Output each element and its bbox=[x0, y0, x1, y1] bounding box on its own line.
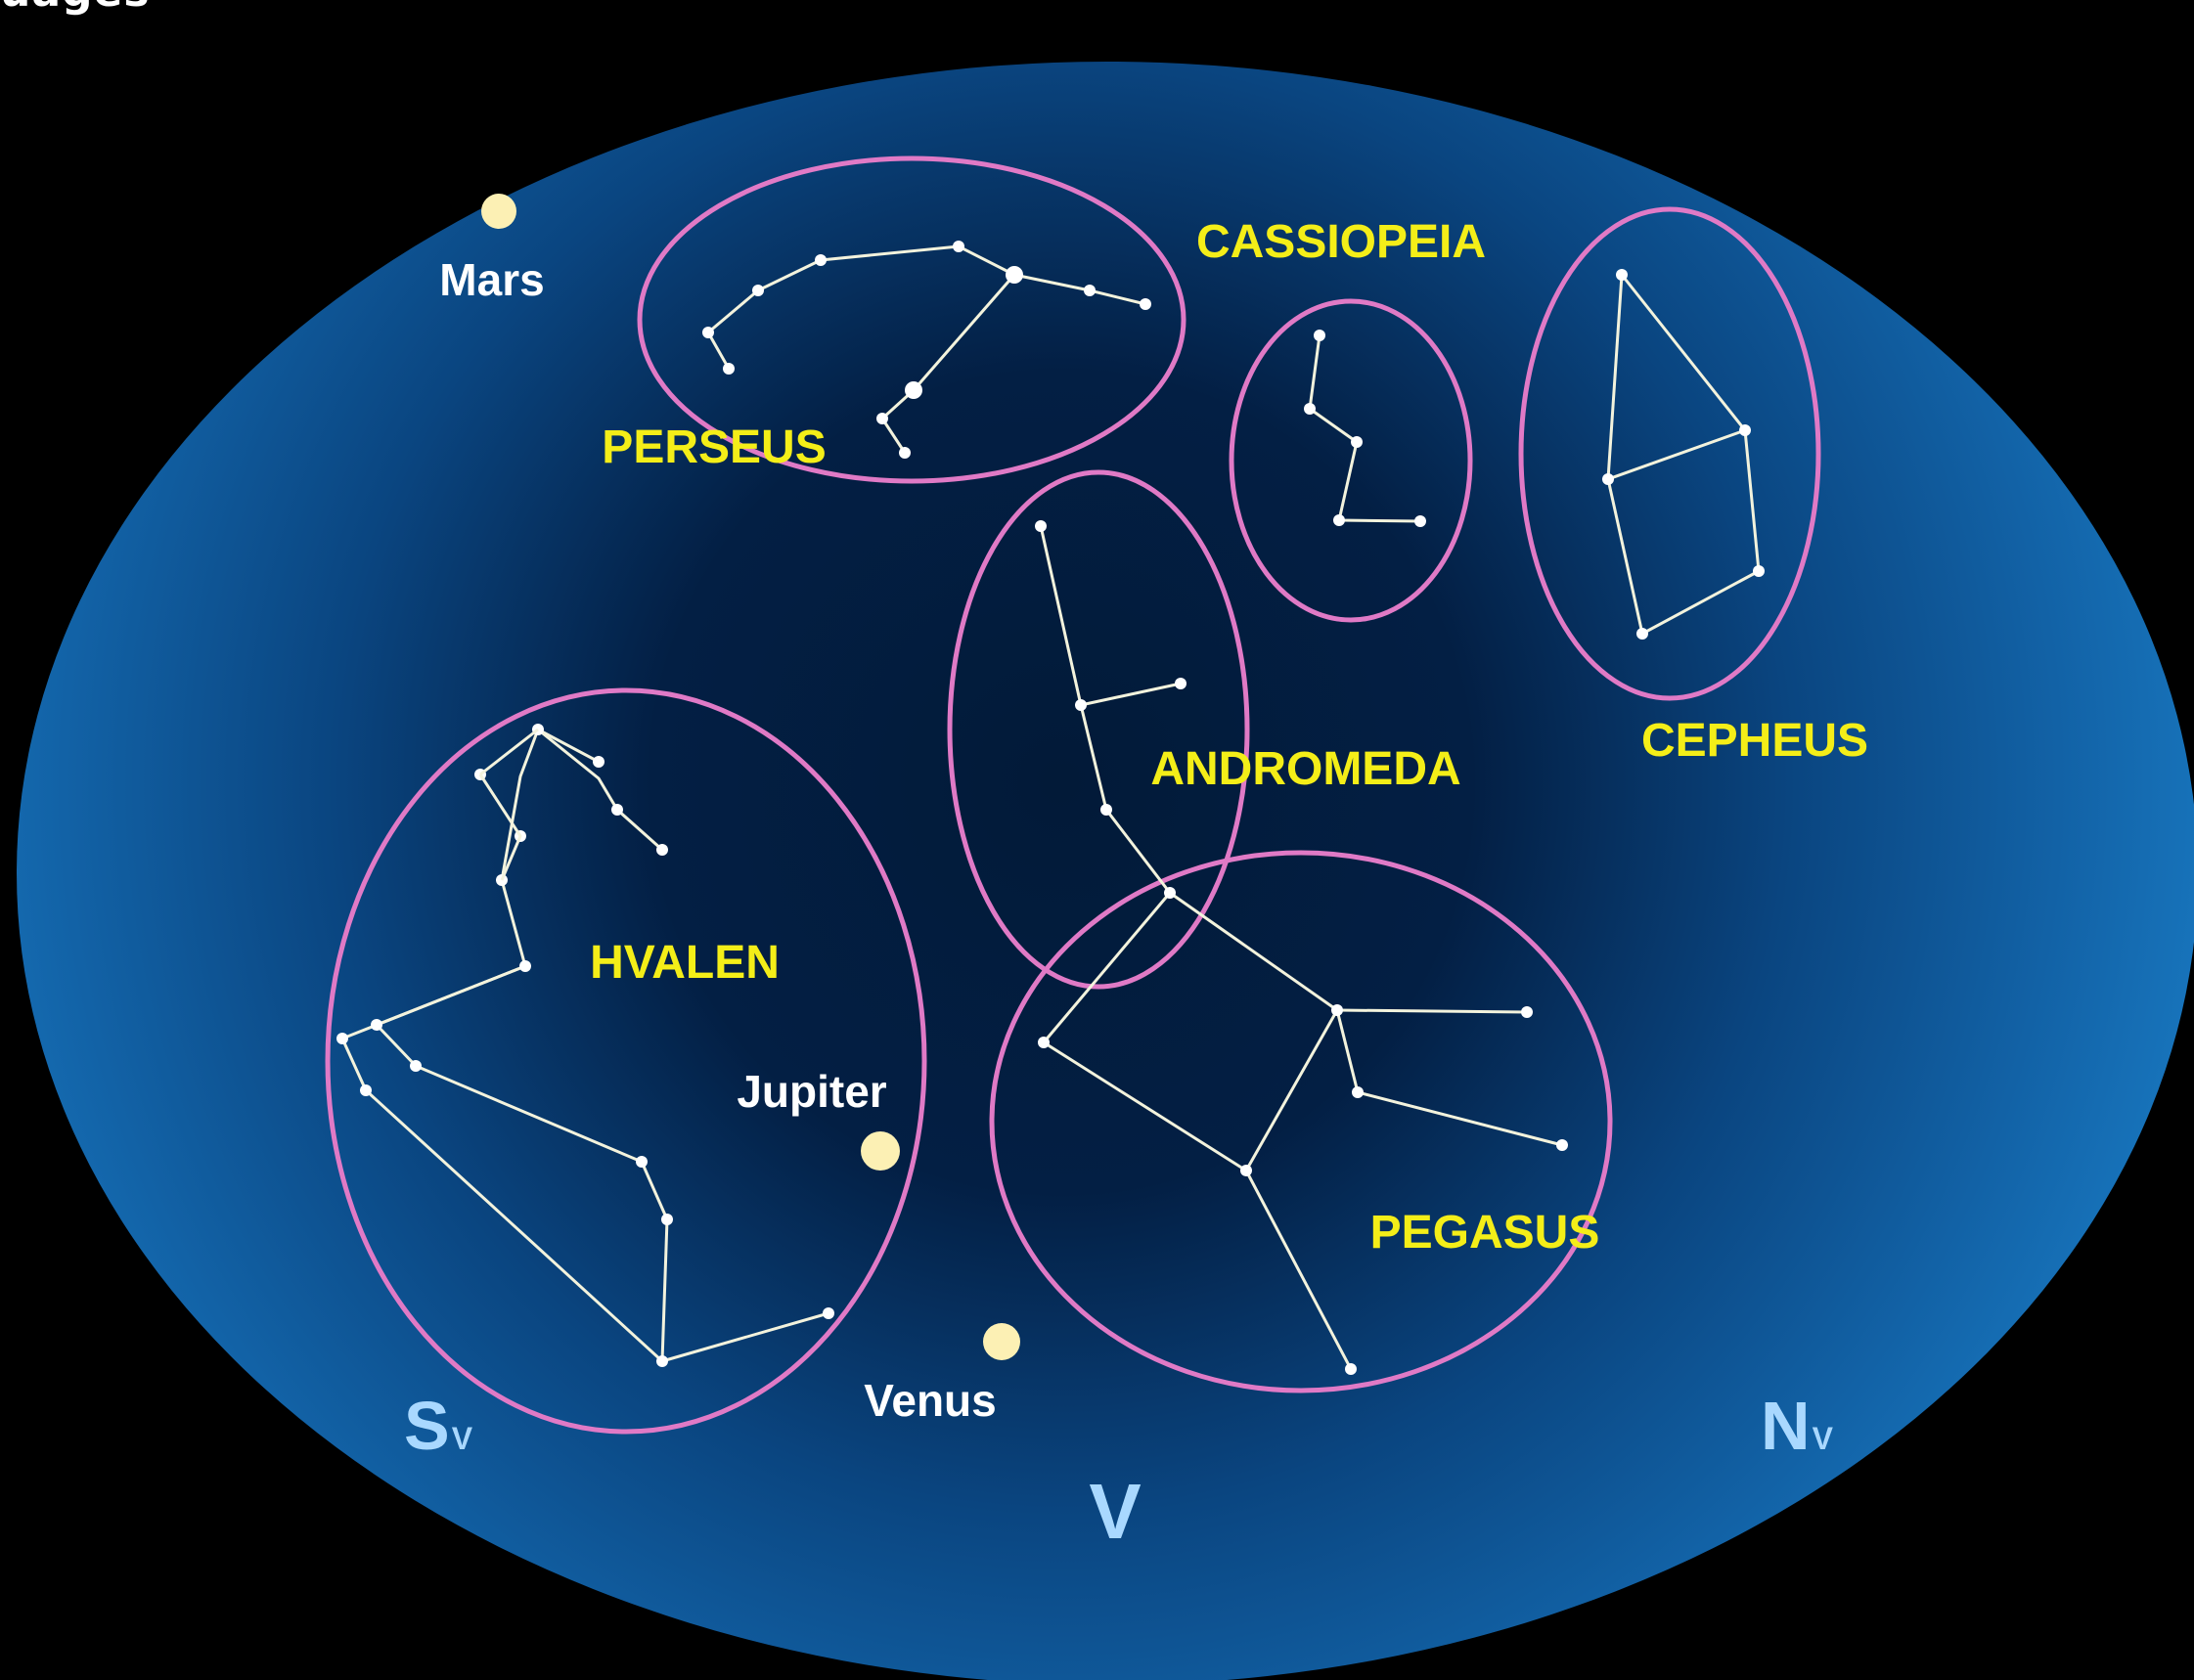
star bbox=[360, 1084, 372, 1096]
star bbox=[1314, 330, 1325, 341]
star bbox=[371, 1019, 382, 1031]
star bbox=[1616, 269, 1628, 281]
star bbox=[661, 1214, 673, 1225]
star bbox=[815, 254, 827, 266]
jupiter-label: Jupiter bbox=[737, 1066, 886, 1117]
perseus-ring bbox=[637, 155, 1187, 484]
star bbox=[593, 756, 604, 768]
venus-planet bbox=[983, 1323, 1020, 1360]
star bbox=[519, 960, 531, 972]
star bbox=[752, 285, 764, 296]
star bbox=[1006, 266, 1023, 284]
star bbox=[1075, 699, 1087, 711]
star bbox=[1345, 1363, 1357, 1375]
star bbox=[899, 447, 911, 459]
andromeda-ring bbox=[947, 469, 1250, 990]
star bbox=[1038, 1037, 1050, 1048]
jupiter-planet bbox=[861, 1131, 900, 1171]
star bbox=[1352, 1086, 1364, 1098]
direction-southwest-main: S bbox=[404, 1388, 450, 1464]
star bbox=[336, 1033, 348, 1044]
direction-northwest: NV bbox=[1761, 1388, 1834, 1464]
cepheus-label: CEPHEUS bbox=[1641, 715, 1868, 767]
sky-dome bbox=[17, 62, 2194, 1680]
star bbox=[723, 363, 735, 375]
star bbox=[1414, 515, 1426, 527]
star bbox=[1084, 285, 1096, 296]
star bbox=[1753, 565, 1765, 577]
star bbox=[1140, 298, 1151, 310]
andromeda-label: ANDROMEDA bbox=[1150, 743, 1460, 795]
star bbox=[702, 327, 714, 338]
star bbox=[1636, 628, 1648, 640]
cepheus-figure bbox=[1606, 273, 1761, 636]
hvalen-ring bbox=[325, 687, 927, 1435]
star bbox=[1739, 424, 1751, 436]
direction-northwest-main: N bbox=[1761, 1388, 1811, 1464]
header-title-fragment: uages bbox=[0, 0, 151, 17]
andromeda-figure bbox=[1039, 524, 1183, 895]
star bbox=[410, 1060, 422, 1072]
andromeda-stars bbox=[1035, 520, 1187, 899]
pegasus-label: PEGASUS bbox=[1370, 1207, 1600, 1259]
star bbox=[876, 413, 888, 424]
pegasus-stars bbox=[1038, 1004, 1568, 1375]
hvalen-label: HVALEN bbox=[590, 937, 780, 989]
cassiopeia-label: CASSIOPEIA bbox=[1196, 216, 1486, 268]
star bbox=[611, 804, 623, 816]
venus-label: Venus bbox=[864, 1375, 997, 1426]
direction-northwest-sub: V bbox=[1813, 1421, 1834, 1456]
mars-label: Mars bbox=[439, 254, 544, 305]
star bbox=[1351, 436, 1363, 448]
cassiopeia-ring bbox=[1229, 298, 1473, 623]
perseus-figure bbox=[706, 244, 1147, 455]
perseus-stars bbox=[702, 241, 1151, 459]
star bbox=[1333, 514, 1345, 526]
star bbox=[1035, 520, 1047, 532]
star bbox=[1164, 887, 1176, 899]
direction-southwest-sub: V bbox=[452, 1421, 473, 1456]
star bbox=[1331, 1004, 1343, 1016]
star bbox=[656, 844, 668, 856]
star bbox=[636, 1156, 648, 1168]
star bbox=[1175, 678, 1187, 689]
star bbox=[1556, 1139, 1568, 1151]
star bbox=[496, 874, 508, 886]
cepheus-ring bbox=[1518, 206, 1821, 701]
cassiopeia-stars bbox=[1304, 330, 1426, 527]
star bbox=[1240, 1165, 1252, 1176]
star bbox=[823, 1307, 834, 1319]
perseus-label: PERSEUS bbox=[602, 421, 826, 473]
star bbox=[1602, 473, 1614, 485]
cepheus-stars bbox=[1602, 269, 1765, 640]
star bbox=[1521, 1006, 1533, 1018]
star bbox=[1304, 403, 1316, 415]
star bbox=[656, 1355, 668, 1367]
hvalen-head bbox=[479, 728, 539, 776]
direction-southwest: SV bbox=[404, 1388, 473, 1464]
star bbox=[953, 241, 964, 252]
mars-planet bbox=[481, 194, 516, 229]
hvalen-neck bbox=[478, 774, 522, 881]
direction-west: V bbox=[1089, 1468, 1141, 1555]
hvalen-figure bbox=[340, 728, 830, 1363]
pegasus-ring bbox=[989, 850, 1613, 1393]
star bbox=[905, 381, 922, 399]
star bbox=[1100, 804, 1112, 816]
